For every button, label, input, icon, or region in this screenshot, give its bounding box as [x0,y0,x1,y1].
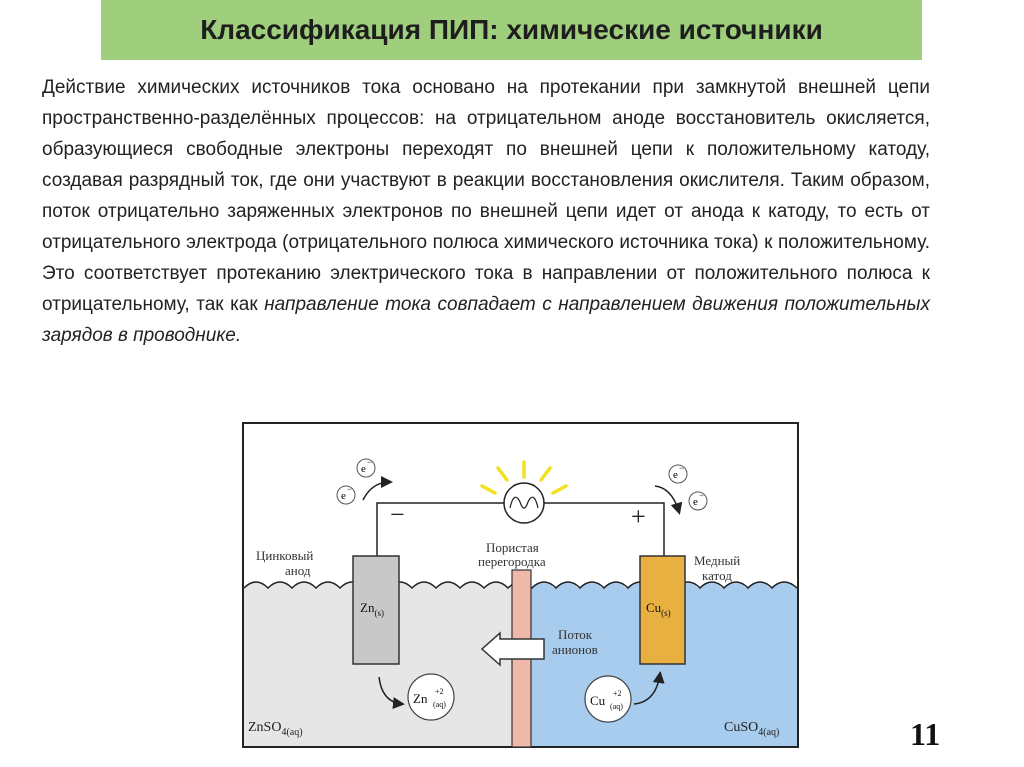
svg-text:−: − [679,463,684,473]
anode-label-line1: Цинковый [256,548,313,563]
bulb-icon [480,460,568,524]
slide-title: Классификация ПИП: химические источники [200,14,823,45]
zinc-electrode: Zn(s) [352,555,400,665]
electron-icon: e − [688,490,708,511]
copper-electrode: Cu(s) [639,555,686,665]
galvanic-cell-diagram: − + e − e − e − e − Цинковый анод Медный… [242,422,799,748]
electron-icon: e − [336,484,356,505]
svg-text:e: e [673,469,678,481]
anode-label-line2: анод [285,563,311,578]
paragraph-regular-text: Действие химических источников тока осно… [42,77,930,315]
svg-text:+2: +2 [435,687,444,696]
svg-text:−: − [367,457,372,467]
cathode-label-line1: Медный [694,553,740,568]
cu-ion: Cu +2 (aq) [584,675,632,723]
svg-text:e: e [341,490,346,502]
electron-flow-arrow-right [654,485,683,515]
plus-sign: + [631,502,646,531]
svg-text:e: e [693,496,698,508]
electron-icon: e − [668,463,688,484]
svg-text:Cu(s): Cu(s) [646,600,671,618]
electron-flow-arrow-left [362,476,393,501]
zn-ion: Zn +2 (aq) [407,673,455,721]
flow-label-line1: Поток [558,627,593,642]
svg-text:−: − [699,490,704,500]
svg-text:Cu: Cu [590,693,606,708]
svg-text:Zn: Zn [413,691,428,706]
svg-text:+2: +2 [613,689,622,698]
external-wire [376,502,665,557]
svg-text:−: − [347,484,352,494]
svg-text:(aq): (aq) [610,702,623,711]
zn-ion-arrow [378,676,405,710]
anion-flow-arrow [480,631,545,667]
title-bar: Классификация ПИП: химические источники [101,0,922,60]
flow-label-line2: анионов [552,642,598,657]
svg-text:(aq): (aq) [433,700,446,709]
left-solution-label: ZnSO4(aq) [248,720,303,738]
svg-text:e: e [361,463,366,475]
right-solution-label: CuSO4(aq) [724,720,779,738]
membrane-label-line1: Пористая [486,540,539,555]
page-number: 11 [910,716,941,752]
svg-text:Zn(s): Zn(s) [360,600,384,618]
paragraph-italic-text: направление тока совпадает с направление… [42,294,930,346]
body-paragraph: Действие химических источников тока осно… [42,72,930,351]
cu-ion-arrow [633,671,665,705]
membrane-label-line2: перегородка [478,554,546,569]
minus-sign: − [390,500,405,529]
electron-icon: e − [356,457,376,478]
cathode-label-line2: катод [702,568,732,583]
